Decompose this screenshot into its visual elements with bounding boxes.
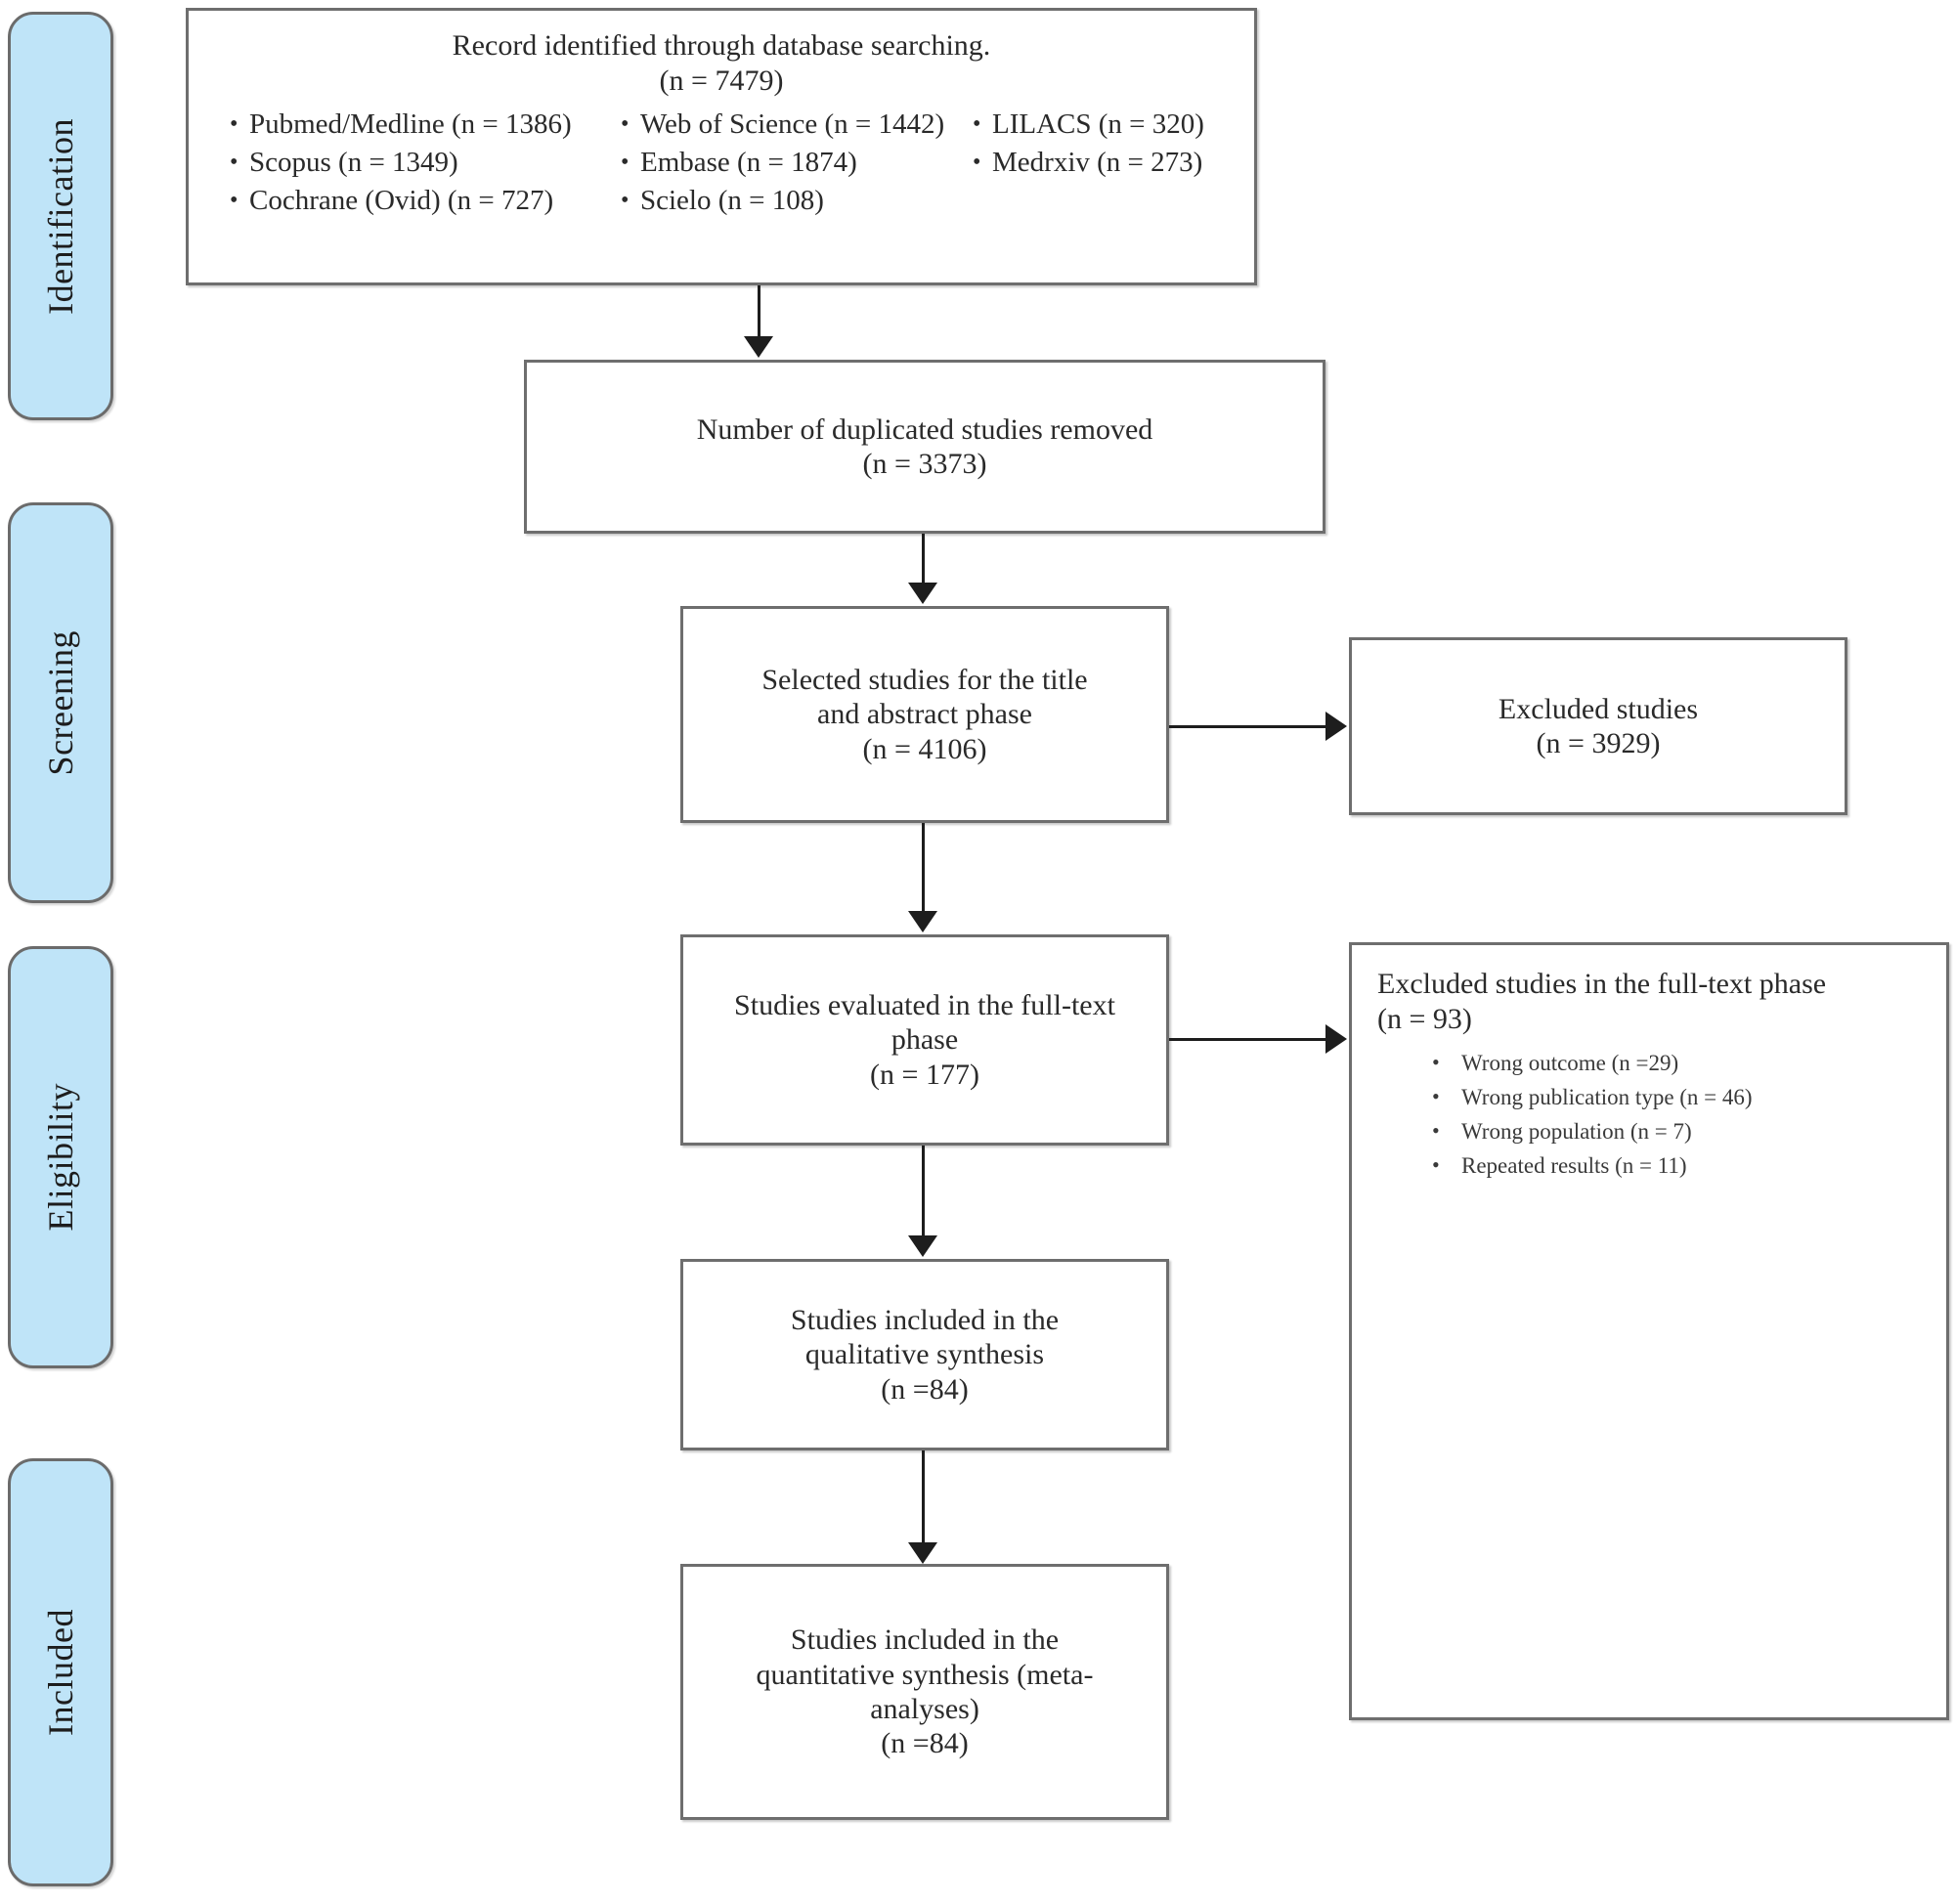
exclusion-reason-list: Wrong outcome (n =29) Wrong publication …	[1377, 1046, 1946, 1184]
connector-fulltext-to-qualitative	[922, 1146, 925, 1237]
stage-label-identification: Identification	[41, 117, 80, 315]
records-identified-title: Record identified through database searc…	[452, 29, 991, 62]
arrowhead-down	[908, 583, 937, 604]
database-item-label: Embase (n = 1874)	[640, 147, 857, 179]
bullet-icon: •	[621, 111, 630, 137]
arrowhead-down	[908, 1235, 937, 1257]
stage-eligibility: Eligibility	[8, 946, 113, 1368]
bullet-icon: •	[230, 111, 239, 137]
database-item-label: LILACS (n = 320)	[992, 108, 1204, 140]
box-quantitative-synthesis: Studies included in the quantitative syn…	[680, 1564, 1169, 1820]
stage-label-included: Included	[41, 1609, 80, 1736]
duplicates-removed-title: Number of duplicated studies removed	[696, 412, 1153, 446]
database-item: • Cochrane (Ovid) (n = 727)	[230, 183, 621, 219]
database-list: • Pubmed/Medline (n = 1386) • Web of Scien…	[198, 107, 1244, 219]
bullet-icon: •	[230, 150, 239, 176]
excluded-fulltext-count: (n = 93)	[1377, 1003, 1472, 1035]
database-item-label: Web of Science (n = 1442)	[640, 108, 945, 140]
exclusion-reason-item: Wrong population (n = 7)	[1377, 1114, 1946, 1149]
box-qualitative-synthesis: Studies included in the qualitative synt…	[680, 1259, 1169, 1450]
stage-screening: Screening	[8, 502, 113, 903]
exclusion-reason-item: Wrong outcome (n =29)	[1377, 1046, 1946, 1081]
title-abstract-title-line1: Selected studies for the title	[761, 663, 1088, 696]
database-item-label: Scopus (n = 1349)	[249, 147, 458, 179]
box-fulltext-evaluated: Studies evaluated in the full-text phase…	[680, 934, 1169, 1146]
database-item: • Pubmed/Medline (n = 1386)	[230, 107, 621, 143]
database-item-label: Medrxiv (n = 273)	[992, 147, 1203, 179]
connector-fulltext-to-excluded	[1169, 1038, 1325, 1041]
qualitative-count: (n =84)	[881, 1372, 969, 1406]
bullet-icon: •	[621, 150, 630, 176]
stage-label-eligibility: Eligibility	[41, 1083, 80, 1232]
database-item-empty	[973, 183, 1237, 219]
bullet-icon: •	[973, 150, 981, 176]
arrowhead-right	[1325, 1024, 1347, 1054]
stage-included: Included	[8, 1458, 113, 1886]
database-item: • Medrxiv (n = 273)	[973, 145, 1237, 181]
connector-duplicates-to-screening	[922, 534, 925, 584]
records-identified-count: (n = 7479)	[659, 65, 784, 97]
connector-qualitative-to-quantitative	[922, 1450, 925, 1544]
title-abstract-count: (n = 4106)	[862, 732, 987, 765]
database-item-label: Pubmed/Medline (n = 1386)	[249, 108, 572, 140]
excluded-screening-title: Excluded studies	[1498, 692, 1699, 725]
quantitative-title-line3: analyses)	[870, 1693, 979, 1725]
qualitative-title-line2: qualitative synthesis	[804, 1338, 1045, 1371]
database-item: • Embase (n = 1874)	[621, 145, 973, 181]
database-item: • Scielo (n = 108)	[621, 183, 973, 219]
bullet-icon: •	[973, 111, 981, 137]
quantitative-title-line1: Studies included in the	[790, 1623, 1060, 1657]
connector-identified-to-duplicates	[758, 285, 760, 338]
database-item: • Scopus (n = 1349)	[230, 145, 621, 181]
box-excluded-fulltext: Excluded studies in the full-text phase …	[1349, 942, 1949, 1720]
database-item: • Web of Science (n = 1442)	[621, 107, 973, 143]
arrowhead-down	[908, 911, 937, 932]
excluded-fulltext-title: Excluded studies in the full-text phase	[1377, 968, 1827, 1000]
box-duplicates-removed: Number of duplicated studies removed (n …	[524, 360, 1325, 534]
title-abstract-title-line2: and abstract phase	[817, 698, 1032, 731]
box-excluded-screening: Excluded studies (n = 3929)	[1349, 637, 1847, 815]
connector-screening-to-excluded	[1169, 725, 1325, 728]
duplicates-removed-count: (n = 3373)	[862, 448, 987, 480]
bullet-icon: •	[621, 188, 630, 214]
database-item-label: Scielo (n = 108)	[640, 185, 824, 217]
excluded-screening-count: (n = 3929)	[1536, 727, 1661, 759]
fulltext-count: (n = 177)	[870, 1058, 979, 1091]
fulltext-title-line1: Studies evaluated in the full-text	[734, 988, 1115, 1021]
database-item: • LILACS (n = 320)	[973, 107, 1237, 143]
stage-label-screening: Screening	[41, 629, 80, 776]
arrowhead-right	[1325, 712, 1347, 741]
qualitative-title-line1: Studies included in the	[790, 1303, 1060, 1336]
box-records-identified: Record identified through database searc…	[186, 8, 1257, 285]
bullet-icon: •	[230, 188, 239, 214]
quantitative-count: (n =84)	[881, 1727, 969, 1760]
box-title-abstract-screening: Selected studies for the title and abstr…	[680, 606, 1169, 823]
database-item-label: Cochrane (Ovid) (n = 727)	[249, 185, 554, 217]
fulltext-title-line2: phase	[891, 1023, 959, 1057]
exclusion-reason-item: Wrong publication type (n = 46)	[1377, 1080, 1946, 1115]
arrowhead-down	[908, 1542, 937, 1564]
quantitative-title-line2: quantitative synthesis (meta-	[756, 1658, 1094, 1691]
stage-identification: Identification	[8, 12, 113, 420]
arrowhead-down	[744, 336, 773, 358]
exclusion-reason-item: Repeated results (n = 11)	[1377, 1148, 1946, 1184]
connector-screening-to-fulltext	[922, 823, 925, 913]
